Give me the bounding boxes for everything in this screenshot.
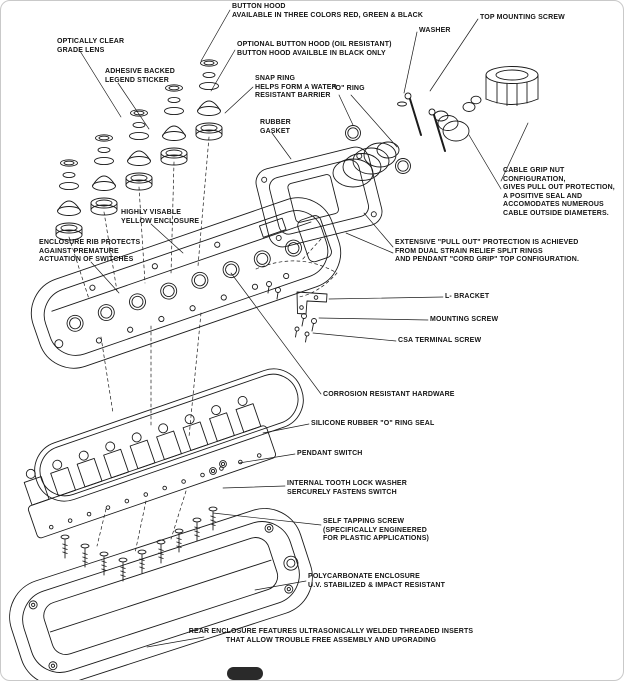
silicone-o-ring-drawing <box>34 368 304 502</box>
leader-lines <box>79 9 529 648</box>
callout-washer: WASHER <box>419 27 451 34</box>
callout-rubber-gasket: RUBBER GASKET <box>260 119 291 135</box>
rear-enclosure-drawing <box>9 508 313 680</box>
callout-rear-enclosure: REAR ENCLOSURE FEATURES ULTRASONICALLY W… <box>188 628 474 644</box>
callout-silicone-o-ring: SILICONE RUBBER "O" RING SEAL <box>311 420 435 427</box>
bottom-marker <box>227 667 263 680</box>
washer-drawing <box>397 101 407 107</box>
callout-enclosure-rib: ENCLOSURE RIB PROTECTS AGAINST PREMATURE… <box>39 239 141 264</box>
callout-button-hood: BUTTON HOOD AVAILABLE IN THREE COLORS RE… <box>232 3 424 19</box>
callout-o-ring: "O" RING <box>332 85 365 92</box>
callout-csa-terminal-screw: CSA TERMINAL SCREW <box>398 337 482 344</box>
callout-pull-out-protection: EXTENSIVE "PULL OUT" PROTECTION IS ACHIE… <box>395 239 580 264</box>
self-tapping-screws-drawing <box>60 506 218 582</box>
l-bracket-drawing <box>296 291 328 315</box>
callout-mounting-screw: MOUNTING SCREW <box>430 316 499 323</box>
cable-grip-nut-drawing <box>485 66 539 106</box>
yellow-enclosure-drawing <box>30 197 342 369</box>
top-mounting-screws-drawing <box>397 92 446 152</box>
callout-optional-button-hood: OPTIONAL BUTTON HOOD (OIL RESISTANT) BUT… <box>237 41 392 57</box>
rubber-gasket-drawing <box>255 146 383 248</box>
strain-relief-grommet-drawing <box>433 95 482 142</box>
callout-yellow-enclosure: HIGHLY VISABLE YELLOW ENCLOSURE <box>121 209 200 225</box>
cord-grip-body-drawing <box>332 141 400 188</box>
callout-pendant-switch: PENDANT SWITCH <box>297 450 363 457</box>
callout-snap-ring: SNAP RING HELPS FORM A WATER RESISTANT B… <box>255 75 337 100</box>
explode-guide-lines <box>68 136 338 554</box>
callout-corrosion-hardware: CORROSION RESISTANT HARDWARE <box>323 391 455 398</box>
bracket-hardware-drawing <box>266 281 317 343</box>
callout-top-mounting-screw: TOP MOUNTING SCREW <box>480 14 565 21</box>
pendant-switch-drawing <box>23 395 277 539</box>
callout-lock-washer: INTERNAL TOOTH LOCK WASHER SERCURELY FAS… <box>287 480 407 496</box>
o-ring-drawings <box>345 125 411 174</box>
lock-washers-drawing <box>209 460 227 475</box>
callout-cable-grip-nut: CABLE GRIP NUT CONFIGURATION, GIVES PULL… <box>503 167 615 217</box>
callout-optically-clear-lens: OPTICALLY CLEAR GRADE LENS <box>57 38 125 54</box>
callout-self-tapping-screw: SELF TAPPING SCREW (SPECIFICALLY ENGINEE… <box>323 518 430 543</box>
callout-polycarbonate-enclosure: POLYCARBONATE ENCLOSURE U.V. STABILIZED … <box>308 573 446 589</box>
callout-l-bracket: L- BRACKET <box>445 293 490 300</box>
callout-adhesive-sticker: ADHESIVE BACKED LEGEND STICKER <box>105 68 175 84</box>
